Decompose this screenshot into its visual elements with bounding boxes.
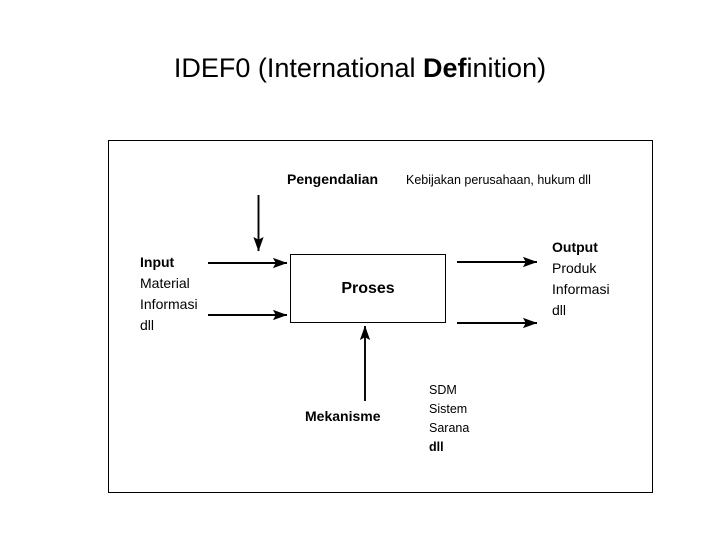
title-segment-regular-2: inition) bbox=[466, 53, 547, 83]
title-segment-bold: Def bbox=[423, 53, 467, 83]
page-title: IDEF0 (International Definition) bbox=[0, 52, 720, 84]
control-label: Pengendalian bbox=[287, 171, 379, 187]
mechanism-item-1: Sistem bbox=[429, 402, 468, 416]
process-box[interactable]: Proses bbox=[290, 254, 446, 323]
mechanism-item-2: Sarana bbox=[429, 421, 470, 435]
process-box-label: Proses bbox=[341, 279, 395, 297]
input-item-2: dll bbox=[140, 317, 155, 333]
title-segment-regular-1: IDEF0 (International bbox=[173, 53, 424, 83]
output-item-1: Informasi bbox=[552, 281, 610, 297]
mechanism-label: Mekanisme bbox=[305, 408, 381, 424]
output-label-group: Output Produk Informasi dll bbox=[552, 237, 610, 321]
mechanism-item-3: dll bbox=[429, 440, 444, 454]
control-description: Kebijakan perusahaan, hukum dll bbox=[406, 173, 591, 187]
diagram-frame: Proses Pengendalian Kebijakan perusahaan… bbox=[108, 140, 653, 493]
input-label: Input bbox=[140, 254, 175, 270]
mechanism-description-group: SDM Sistem Sarana dll bbox=[429, 381, 469, 457]
output-item-2: dll bbox=[552, 302, 567, 318]
mechanism-item-0: SDM bbox=[429, 383, 457, 397]
input-item-1: Informasi bbox=[140, 296, 198, 312]
output-item-0: Produk bbox=[552, 260, 597, 276]
output-label: Output bbox=[552, 239, 598, 255]
input-item-0: Material bbox=[140, 275, 190, 291]
input-label-group: Input Material Informasi dll bbox=[140, 252, 198, 336]
